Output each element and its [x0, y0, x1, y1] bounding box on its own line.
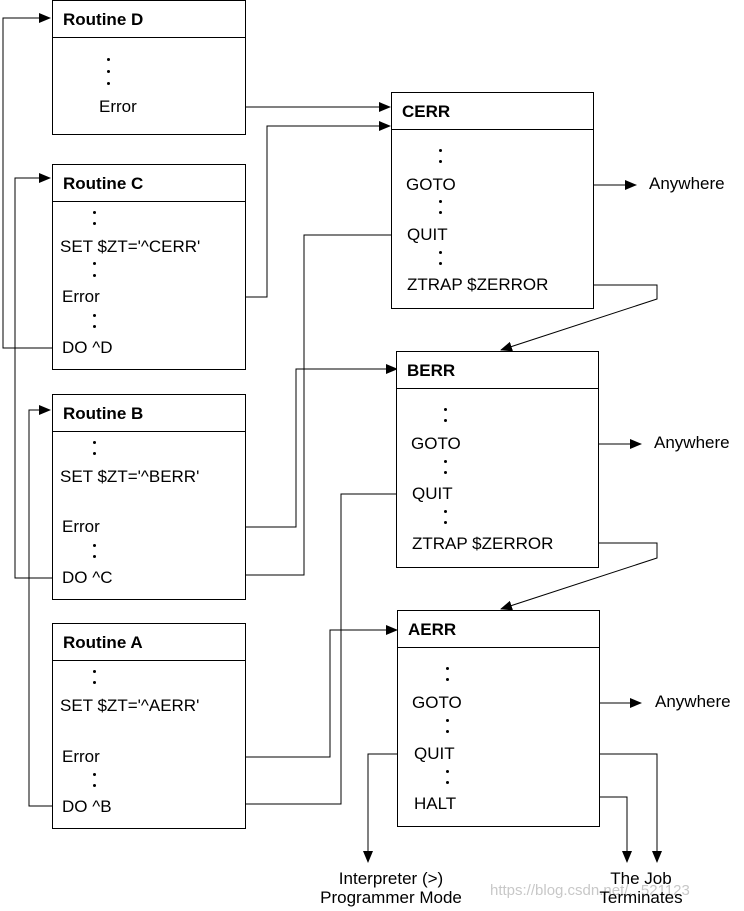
- berr-dot: [444, 408, 447, 411]
- routine-a-do: DO ^B: [62, 797, 112, 816]
- routine-c-dot: [93, 222, 96, 225]
- berr-dot: [444, 510, 447, 513]
- watermark: https://blog.csdn.net/...521123: [490, 882, 690, 899]
- routine-c-dot: [93, 325, 96, 328]
- aerr-title: AERR: [398, 611, 599, 648]
- routine-d-box: Routine D: [52, 0, 246, 135]
- routine-c-box: Routine C: [52, 164, 246, 370]
- aerr-dot: [446, 678, 449, 681]
- cerr-dot: [439, 149, 442, 152]
- routine-c-title: Routine C: [53, 165, 245, 202]
- routine-c-dot: [93, 211, 96, 214]
- routine-a-error: Error: [62, 747, 100, 766]
- cerr-quit: QUIT: [407, 225, 448, 244]
- arrow-cerr-ztrap-to-berr: [500, 284, 658, 352]
- interpreter-label-line1: Interpreter (>): [338, 869, 444, 888]
- cerr-dot: [439, 160, 442, 163]
- routine-b-title: Routine B: [53, 395, 245, 432]
- aerr-dot: [446, 770, 449, 773]
- arrow-berr-ztrap-to-aerr: [500, 542, 658, 611]
- routine-c-set: SET $ZT='^CERR': [60, 237, 201, 256]
- routine-b-set: SET $ZT='^BERR': [60, 467, 200, 486]
- anywhere-label-cerr: Anywhere: [649, 174, 725, 193]
- routine-d-dot: [107, 82, 110, 85]
- berr-quit: QUIT: [412, 484, 453, 503]
- berr-box: BERR: [396, 351, 599, 568]
- routine-a-title: Routine A: [53, 624, 245, 661]
- routine-c-dot: [93, 314, 96, 317]
- aerr-halt: HALT: [414, 794, 457, 813]
- routine-c-dot: [93, 262, 96, 265]
- interpreter-label-line2: Programmer Mode: [320, 888, 462, 907]
- aerr-quit: QUIT: [414, 744, 455, 763]
- routine-d-title: Routine D: [53, 1, 245, 38]
- berr-dot: [444, 419, 447, 422]
- routine-b-dot: [93, 452, 96, 455]
- berr-title: BERR: [397, 352, 598, 389]
- cerr-dot: [439, 262, 442, 265]
- job-label-line1: The Job: [610, 869, 672, 888]
- arrow-c-do-to-d: [2, 13, 52, 349]
- routine-a-dot: [93, 681, 96, 684]
- berr-goto: GOTO: [411, 434, 461, 453]
- aerr-dot: [446, 667, 449, 670]
- arrow-a-do-to-b: [28, 405, 52, 807]
- job-label-line2: Terminates: [599, 888, 683, 907]
- berr-dot: [444, 471, 447, 474]
- anywhere-label-aerr: Anywhere: [655, 692, 731, 711]
- cerr-dot: [439, 200, 442, 203]
- routine-c-error: Error: [62, 287, 100, 306]
- routine-b-do: DO ^C: [62, 568, 113, 587]
- cerr-goto: GOTO: [406, 175, 456, 194]
- routine-b-dot: [93, 441, 96, 444]
- berr-dot: [444, 460, 447, 463]
- aerr-goto: GOTO: [412, 693, 462, 712]
- aerr-dot: [446, 781, 449, 784]
- aerr-box: AERR: [397, 610, 600, 827]
- berr-dot: [444, 521, 447, 524]
- routine-a-box: Routine A: [52, 623, 246, 829]
- routine-a-dot: [93, 784, 96, 787]
- routine-b-dot: [93, 544, 96, 547]
- cerr-box: CERR: [391, 92, 594, 309]
- berr-ztrap: ZTRAP $ZERROR: [412, 534, 554, 553]
- routine-b-dot: [93, 555, 96, 558]
- anywhere-label-berr: Anywhere: [654, 433, 730, 452]
- cerr-title: CERR: [392, 93, 593, 130]
- aerr-dot: [446, 719, 449, 722]
- cerr-dot: [439, 211, 442, 214]
- routine-a-dot: [93, 670, 96, 673]
- routine-a-set: SET $ZT='^AERR': [60, 696, 200, 715]
- routine-d-dot: [107, 70, 110, 73]
- cerr-dot: [439, 251, 442, 254]
- routine-c-dot: [93, 274, 96, 277]
- routine-d-dot: [107, 58, 110, 61]
- routine-a-dot: [93, 773, 96, 776]
- arrow-b-do-to-c: [14, 173, 52, 579]
- routine-b-box: Routine B: [52, 394, 246, 600]
- routine-b-error: Error: [62, 517, 100, 536]
- cerr-ztrap: ZTRAP $ZERROR: [407, 275, 549, 294]
- arrow-aerr-quit-to-interpreter: [363, 753, 407, 863]
- routine-c-do: DO ^D: [62, 338, 113, 357]
- aerr-dot: [446, 730, 449, 733]
- routine-d-error: Error: [99, 97, 137, 116]
